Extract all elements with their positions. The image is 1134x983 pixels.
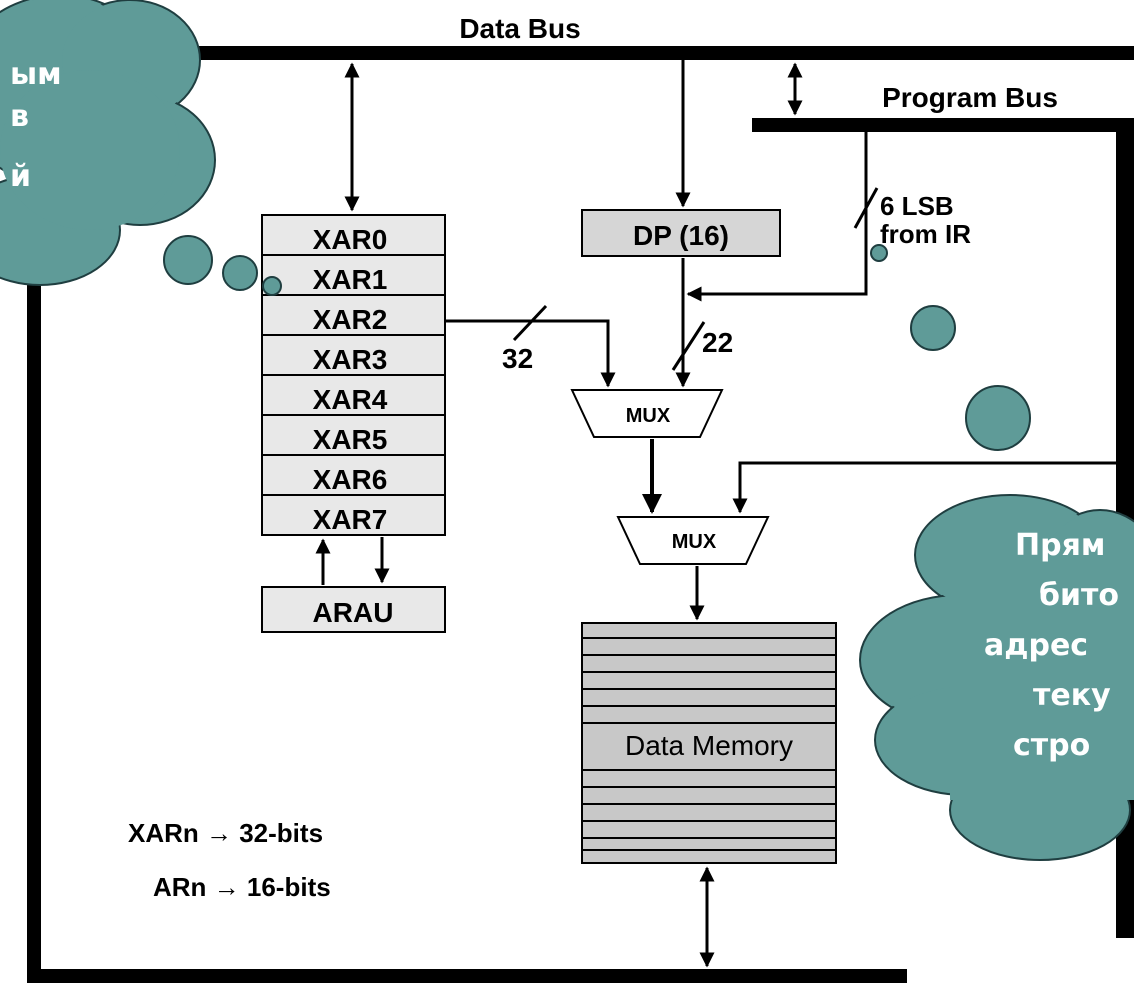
xar-to-mux-line bbox=[445, 319, 616, 388]
right-callout-fill bbox=[862, 497, 1134, 858]
xar-width-tick bbox=[512, 304, 548, 342]
left-callout-line-1: ым bbox=[10, 57, 62, 92]
register-xar4: XAR4 bbox=[313, 384, 388, 415]
data-memory-block bbox=[581, 622, 837, 864]
mux-upper bbox=[570, 389, 724, 438]
right-thought-bubble-small bbox=[870, 244, 888, 262]
dp-width-label: 22 bbox=[702, 327, 733, 358]
arau-block bbox=[261, 586, 446, 633]
right-callout-line-1: Прям bbox=[1015, 528, 1105, 563]
left-thought-bubble-medium bbox=[222, 255, 258, 291]
left-callout-fill bbox=[0, 0, 213, 283]
register-xar0: XAR0 bbox=[313, 224, 388, 255]
register-xar1: XAR1 bbox=[313, 264, 388, 295]
data-bus-label: Data Bus bbox=[459, 13, 580, 44]
register-xar2: XAR2 bbox=[313, 304, 388, 335]
left-callout-line-3: й bbox=[10, 159, 31, 194]
dp-block bbox=[581, 209, 781, 257]
right-callout-line-3: адрес bbox=[984, 628, 1088, 663]
right-callout-line-4: теку bbox=[1033, 678, 1111, 713]
right-thought-bubble-medium bbox=[910, 305, 956, 351]
note-arn: ARn → 16-bits bbox=[153, 872, 331, 902]
register-file bbox=[261, 214, 446, 536]
left-thought-bubble-large bbox=[163, 235, 213, 285]
register-xar3: XAR3 bbox=[313, 344, 388, 375]
mux-lower bbox=[616, 516, 770, 565]
register-xar6: XAR6 bbox=[313, 464, 388, 495]
program-bus-to-mux-line bbox=[732, 461, 1116, 514]
register-xar7: XAR7 bbox=[313, 504, 388, 535]
register-xar5: XAR5 bbox=[313, 424, 388, 455]
xar-width-label: 32 bbox=[502, 343, 533, 374]
right-callout-line-2: бито bbox=[1039, 578, 1119, 613]
mux-upper-label: MUX bbox=[626, 405, 671, 427]
dp-label: DP (16) bbox=[633, 220, 729, 251]
ir-width-label: 6 LSB bbox=[880, 191, 954, 221]
right-thought-bubble-large bbox=[965, 385, 1031, 451]
right-callout-line-5: стро bbox=[1013, 728, 1090, 763]
left-thought-bubble-small bbox=[262, 276, 282, 296]
ir-lsb-line bbox=[686, 132, 868, 302]
note-xarn: XARn → 32-bits bbox=[128, 818, 323, 848]
dp-width-tick bbox=[671, 321, 706, 371]
data-memory-label: Data Memory bbox=[625, 730, 793, 761]
ir-width-label-2: from IR bbox=[880, 219, 971, 249]
arau-label: ARAU bbox=[313, 597, 394, 628]
left-callout-line-2: в bbox=[10, 99, 29, 134]
ir-width-tick bbox=[853, 187, 879, 229]
program-bus-label: Program Bus bbox=[882, 82, 1058, 113]
mux-lower-label: MUX bbox=[672, 531, 717, 553]
